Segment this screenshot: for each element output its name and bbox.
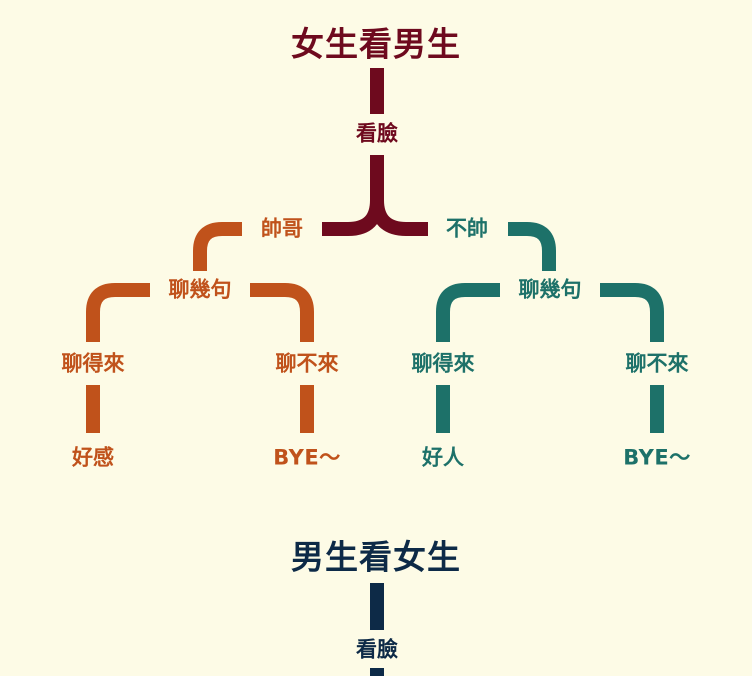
result-good-guy: 好人 [422,445,464,470]
node-not-get-along-handsome: 聊不來 [275,351,339,376]
node-look-face: 看臉 [356,121,398,146]
connector-men-title-to-face [370,583,384,630]
connector-men-face-down [370,668,384,676]
connector-getalong-to-goodguy [436,385,450,433]
connector-title-to-face [370,68,384,114]
node-get-along-not-handsome: 聊得來 [411,351,475,376]
result-good-feeling: 好感 [72,445,114,470]
connector-chat-left-teal [436,283,500,342]
result-bye-handsome: BYE～ [273,445,341,470]
connector-face-split [322,155,428,236]
node-not-handsome: 不帥 [446,216,488,241]
connector-notgetalong-to-bye-teal [650,385,664,433]
connector-chat-right-teal [600,283,664,342]
connector-chat-left-orange [86,283,150,342]
node-handsome: 帥哥 [261,216,303,241]
connector-notgetalong-to-bye-orange [300,385,314,433]
node-chat-not-handsome: 聊幾句 [518,277,582,302]
node-get-along-handsome: 聊得來 [61,351,125,376]
connector-handsome-to-chat [193,222,242,271]
node-men-look-face: 看臉 [356,637,398,662]
result-bye-not-handsome: BYE～ [623,445,691,470]
node-chat-handsome: 聊幾句 [168,277,232,302]
node-not-get-along-not-handsome: 聊不來 [625,351,689,376]
connector-nothandsome-to-chat [508,222,556,271]
connector-chat-right-orange [250,283,314,342]
tree-title-men: 男生看女生 [291,537,461,577]
connector-getalong-to-goodfeeling [86,385,100,433]
tree-title-women: 女生看男生 [291,24,461,64]
